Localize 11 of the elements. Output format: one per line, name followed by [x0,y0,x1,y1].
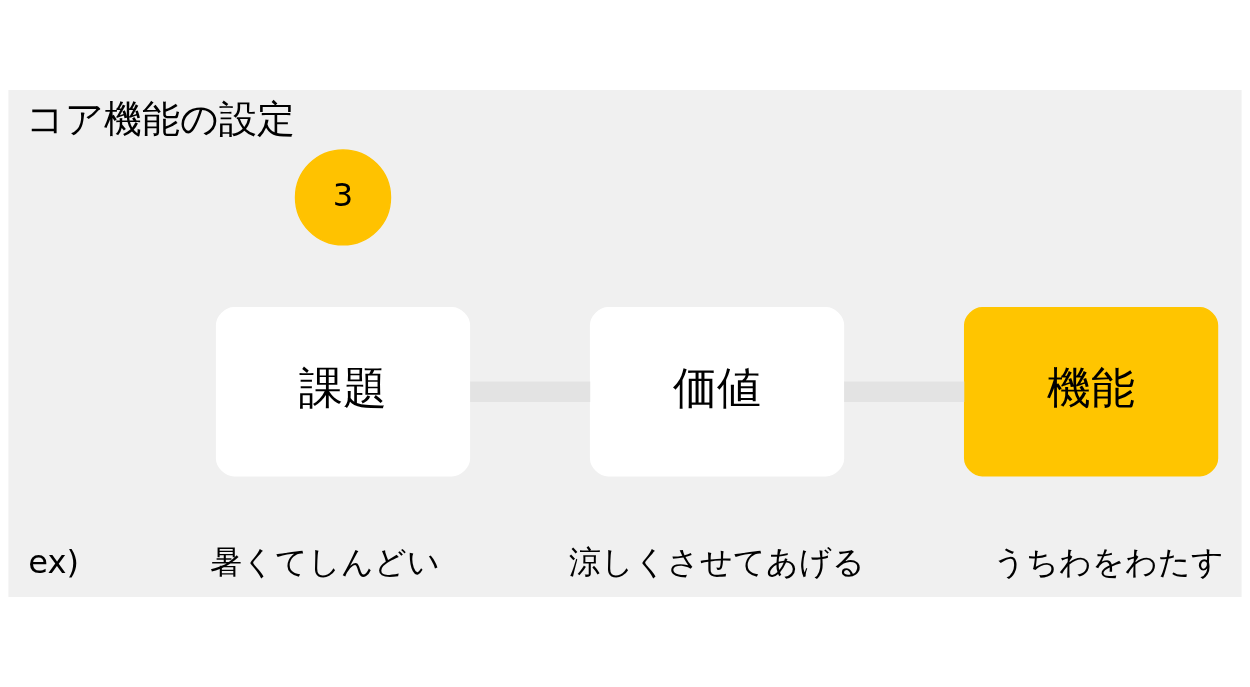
connector [470,381,591,402]
node-label: 涼しくさせてあげる [569,543,866,582]
node-label: 暑くてしんどい [210,543,441,582]
node-box: 課題 [215,306,471,477]
diagram-title: コア機能の設定 [25,97,295,142]
node-box: 価値 [589,306,845,477]
label: ex) [28,543,80,582]
node-label: うちわをわたす [993,543,1225,582]
node-circle: 3 [294,149,392,246]
connector [844,381,965,402]
node-box: 機能 [963,306,1219,477]
